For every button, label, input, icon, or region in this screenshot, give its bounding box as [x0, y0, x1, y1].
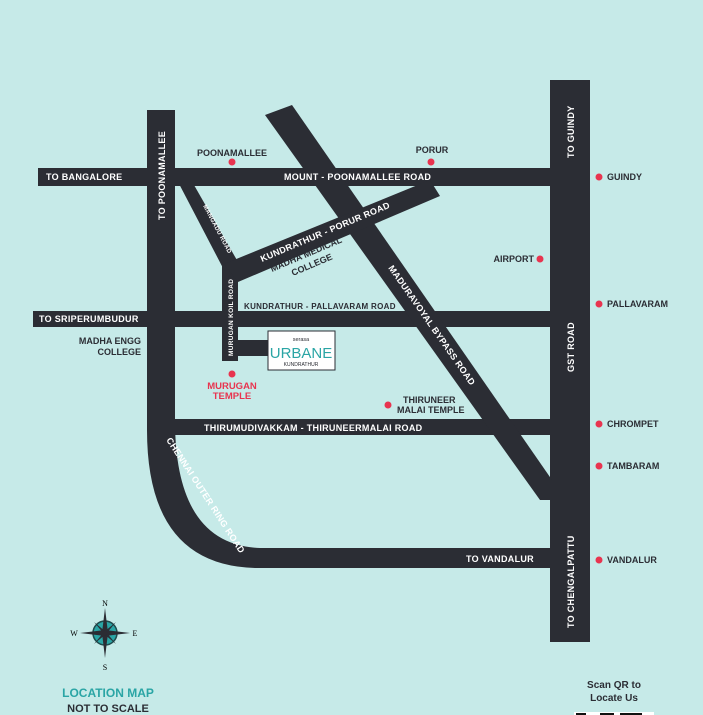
kundrathur-porur-road — [224, 180, 440, 282]
compass-n: N — [102, 599, 108, 608]
murugan-koil-road — [222, 265, 238, 361]
maduravoyal-bypass-road — [265, 105, 552, 500]
label-murugan-koil: MURUGAN KOIL ROAD — [228, 279, 235, 356]
compass-s: S — [103, 663, 107, 672]
place-murugan-temple-2: TEMPLE — [213, 391, 252, 402]
label-to-sriperumbudur: TO SRIPERUMBUDUR — [39, 314, 139, 324]
place-tambaram: TAMBARAM — [607, 461, 659, 471]
roads — [33, 80, 590, 642]
murugan-temple-marker — [228, 370, 236, 378]
project-logo[interactable]: serasa URBANE KUNDRATHUR — [267, 330, 336, 371]
airport-marker — [536, 255, 544, 263]
place-chrompet: CHROMPET — [607, 419, 659, 429]
qr-caption: Scan QR to — [587, 680, 641, 691]
place-murugan-temple: MURUGAN — [207, 381, 257, 392]
place-pallavaram: PALLAVARAM — [607, 299, 668, 309]
legend-title: LOCATION MAP — [62, 686, 154, 700]
label-mount-poonamallee: MOUNT - POONAMALLEE ROAD — [284, 172, 431, 182]
gst-road — [550, 80, 590, 642]
legend-subtitle: NOT TO SCALE — [67, 703, 149, 715]
compass-w: W — [70, 629, 78, 638]
poonamallee-outer-ring-road — [147, 110, 550, 568]
label-to-vandalur: TO VANDALUR — [466, 554, 534, 564]
label-to-guindy: TO GUINDY — [566, 105, 576, 158]
compass-icon: N S E W — [70, 599, 137, 672]
thirumudivakkam-road — [160, 419, 550, 435]
chrompet-marker — [595, 420, 603, 428]
guindy-marker — [595, 173, 603, 181]
place-vandalur: VANDALUR — [607, 555, 657, 565]
thiruneer-marker — [384, 401, 392, 409]
mangadu-road — [176, 178, 238, 270]
place-guindy: GUINDY — [607, 172, 642, 182]
place-thiruneer-2: MALAI TEMPLE — [397, 405, 465, 415]
label-thirumudivakkam: THIRUMUDIVAKKAM - THIRUNEERMALAI ROAD — [204, 423, 423, 433]
qr-caption-2: Locate Us — [590, 693, 638, 704]
poonamallee-marker — [228, 158, 236, 166]
place-madha-engg: MADHA ENGG — [79, 336, 141, 346]
porur-marker — [427, 158, 435, 166]
label-gst-road: GST ROAD — [566, 322, 576, 372]
places: POONAMALLEE PORUR MADHA MEDICAL COLLEGE … — [79, 145, 668, 565]
pallavaram-marker — [595, 300, 603, 308]
place-madha-engg-2: COLLEGE — [97, 347, 141, 357]
project-name: URBANE — [270, 345, 333, 362]
place-porur: PORUR — [416, 145, 449, 155]
project-brand: serasa — [293, 337, 310, 343]
project-connector-road — [236, 340, 270, 356]
label-to-bangalore: TO BANGALORE — [46, 172, 122, 182]
qr-code[interactable] — [574, 712, 654, 715]
place-thiruneer: THIRUNEER — [403, 395, 456, 405]
label-kundrathur-pallavaram: KUNDRATHUR - PALLAVARAM ROAD — [244, 302, 396, 311]
project-location: KUNDRATHUR — [284, 362, 319, 368]
place-poonamallee: POONAMALLEE — [197, 148, 267, 158]
compass-e: E — [133, 629, 138, 638]
label-to-poonamallee: TO POONAMALLEE — [157, 131, 167, 220]
tambaram-marker — [595, 462, 603, 470]
place-airport: AIRPORT — [494, 254, 535, 264]
vandalur-marker — [595, 556, 603, 564]
label-to-chengalpattu: TO CHENGALPATTU — [566, 536, 576, 629]
